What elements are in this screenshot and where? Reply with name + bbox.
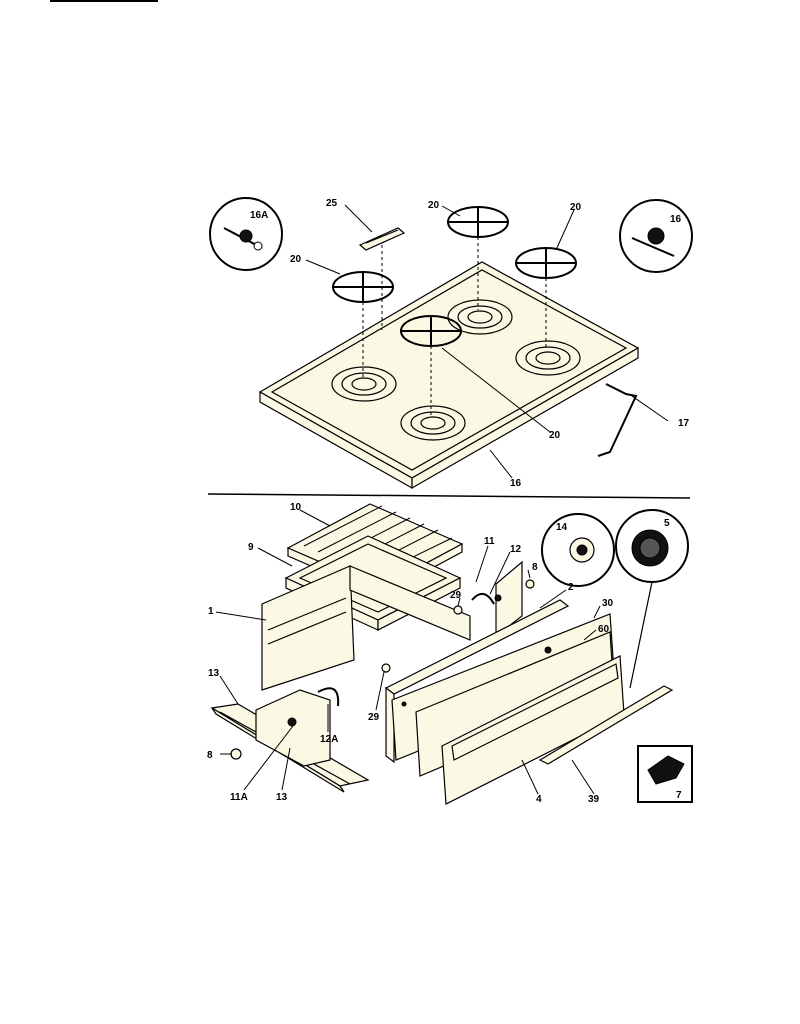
- callout-25: 25: [326, 198, 338, 209]
- grate-20-rear-left: [447, 206, 509, 310]
- inset-circle-14: [541, 513, 615, 587]
- grate-20-rear-right: [515, 247, 577, 350]
- callout-14: 14: [556, 522, 568, 533]
- leader-5: [629, 581, 653, 689]
- callout-30: 30: [602, 598, 614, 609]
- callout-16A: 16A: [250, 210, 268, 221]
- callout-4: 4: [536, 794, 542, 805]
- callout-8-lower: 8: [207, 750, 213, 761]
- callout-20-front: 20: [549, 430, 561, 441]
- callout-29-lower: 29: [368, 712, 380, 723]
- callout-8-upper: 8: [532, 562, 538, 573]
- leader-lines: [215, 204, 669, 795]
- trim-39: [538, 685, 674, 765]
- callout-9: 9: [248, 542, 254, 553]
- callout-11: 11: [484, 536, 495, 547]
- callout-20-rear-left: 20: [428, 200, 440, 211]
- section-divider: [207, 493, 691, 499]
- callout-20-left: 20: [290, 254, 302, 265]
- grate-20-left: [332, 271, 394, 380]
- callout-60: 60: [598, 624, 610, 635]
- callout-5: 5: [664, 518, 670, 529]
- callout-39: 39: [588, 794, 600, 805]
- callout-13-upper: 13: [208, 668, 220, 679]
- screw-8-lower: [230, 748, 242, 760]
- callout-7: 7: [676, 790, 682, 801]
- callout-16-inset: 16: [670, 214, 682, 225]
- callout-29-upper: 29: [450, 590, 462, 601]
- callout-10: 10: [290, 502, 302, 513]
- callout-11A: 11A: [230, 792, 248, 803]
- inset-circle-5: [615, 509, 689, 583]
- callout-20-rear-right: 20: [570, 202, 582, 213]
- inset-box-7: [637, 745, 693, 803]
- burner-opening-rear-left: [447, 299, 513, 335]
- inset-circle-16: [619, 199, 693, 273]
- bracket-17: [597, 383, 638, 457]
- bracket-11-12: [471, 560, 523, 638]
- screws-29: [381, 605, 463, 673]
- oven-frame-1: [261, 565, 471, 691]
- callout-16: 16: [510, 478, 522, 489]
- grate-20-front-right: [400, 315, 462, 416]
- callout-13-lower: 13: [276, 792, 288, 803]
- callout-1: 1: [208, 606, 214, 617]
- hinge-12A: [317, 687, 340, 707]
- callout-2: 2: [568, 582, 574, 593]
- burner-opening-front-right: [400, 405, 466, 441]
- screw-8-upper: [525, 579, 535, 589]
- burner-opening-rear-right: [515, 340, 581, 376]
- callout-17: 17: [678, 418, 690, 429]
- inset-circle-16A: [209, 197, 283, 271]
- cooktop-top-16: [258, 261, 640, 490]
- callout-12A: 12A: [320, 734, 338, 745]
- burner-opening-front-left: [331, 366, 397, 402]
- part-25: [358, 227, 406, 330]
- bracket-11A: [255, 689, 331, 767]
- callout-12: 12: [510, 544, 522, 555]
